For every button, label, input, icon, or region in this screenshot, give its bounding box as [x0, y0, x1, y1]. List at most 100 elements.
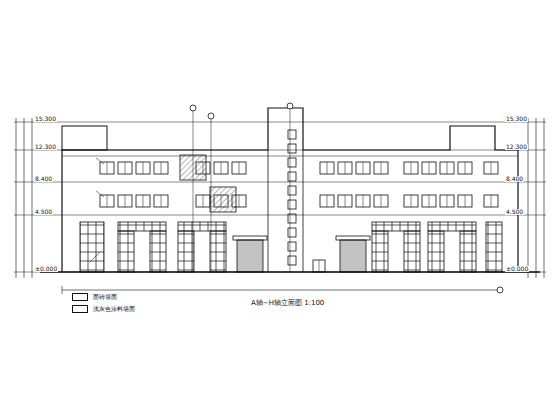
drawing-rect [288, 214, 296, 223]
drawing-line [161, 195, 162, 207]
drawing-rect [237, 240, 263, 272]
legend-text: 浅灰色涂料墙面 [92, 306, 136, 312]
axis-bubble [190, 105, 196, 111]
legend-swatch [72, 305, 88, 313]
drawing-line [239, 195, 240, 207]
drawing-line [363, 195, 364, 207]
drawing-rect [340, 240, 366, 272]
legend-swatch [72, 293, 88, 301]
drawing-rect [118, 222, 166, 231]
drawing-rect [428, 231, 444, 272]
drawing-rect [232, 162, 246, 174]
drawing-rect [288, 158, 296, 167]
drawing-line [107, 195, 108, 207]
drawing-rect [486, 222, 502, 272]
drawing-line [96, 158, 104, 164]
drawing-rect [458, 195, 472, 207]
elevation-mark: 8.400 [34, 176, 53, 182]
drawing-rect [196, 195, 210, 207]
drawing-rect [356, 195, 370, 207]
drawing-line [411, 195, 412, 207]
drawing-line [327, 195, 328, 207]
axis-bubble [208, 113, 214, 119]
drawing-line [107, 162, 108, 174]
drawing-line [447, 195, 448, 207]
drawing-line [125, 162, 126, 174]
drawing-rect [214, 162, 228, 174]
drawing-rect [313, 260, 325, 272]
drawing-line [211, 119, 212, 272]
drawing-line [429, 162, 430, 174]
drawing-line [411, 162, 412, 174]
drawing-rect [288, 172, 296, 181]
drawing-rect [288, 228, 296, 237]
elevation-mark: 4.500 [505, 209, 524, 215]
drawing-line [536, 118, 537, 278]
drawing-rect [422, 162, 436, 174]
drawing-rect [288, 242, 296, 251]
drawing-rect [440, 162, 454, 174]
drawing-rect [484, 195, 498, 207]
elevation-mark: 15.300 [505, 116, 528, 122]
drawing-line [14, 182, 546, 183]
drawing-rect [210, 231, 226, 272]
elevation-mark: 4.500 [34, 209, 53, 215]
drawing-rect [118, 231, 134, 272]
drawing-rect [288, 186, 296, 195]
drawing-line [239, 162, 240, 174]
drawing-rect [428, 222, 476, 231]
drawing-line [125, 195, 126, 207]
drawing-line [491, 162, 492, 174]
drawing-rect [136, 162, 150, 174]
drawing-line [429, 195, 430, 207]
drawing-line [268, 150, 269, 272]
elevation-mark: 12.300 [34, 144, 57, 150]
drawing-line [381, 162, 382, 174]
drawing-line [203, 195, 204, 207]
drawing-rect [336, 236, 370, 240]
drawing-rect [288, 256, 296, 265]
drawing-line [96, 191, 104, 197]
drawing-line [465, 195, 466, 207]
elevation-mark: ±0.000 [34, 266, 58, 272]
drawing-line [161, 162, 162, 174]
drawing-rect [372, 222, 420, 231]
drawing-rect [288, 130, 296, 139]
drawing-line [62, 290, 500, 291]
drawing-line [62, 286, 63, 294]
drawing-line [447, 162, 448, 174]
drawing-line [32, 118, 33, 278]
drawing-rect [338, 195, 352, 207]
drawing-rect [404, 195, 418, 207]
drawing-rect [154, 195, 168, 207]
drawing-rect [118, 162, 132, 174]
drawing-line [290, 109, 291, 272]
drawing-rect [422, 195, 436, 207]
drawing-rect [484, 162, 498, 174]
drawing-rect [404, 162, 418, 174]
drawing-rect [440, 195, 454, 207]
axis-bubble [497, 287, 503, 293]
drawing-rect [374, 195, 388, 207]
axis-bubble [287, 103, 293, 109]
drawing-line [193, 111, 194, 272]
drawing-rect [338, 162, 352, 174]
drawing-line [303, 150, 304, 272]
drawing-rect [356, 162, 370, 174]
drawing-line [143, 195, 144, 207]
drawing-rect [100, 195, 114, 207]
drawing-rect [372, 231, 388, 272]
drawing-line [16, 118, 17, 278]
drawing-line [143, 162, 144, 174]
drawing-line [345, 195, 346, 207]
legend-text: 面砖墙面 [92, 294, 118, 300]
drawing-rect [233, 236, 267, 240]
elevation-mark: ±0.000 [505, 266, 529, 272]
drawing-rect [374, 162, 388, 174]
drawing-title: A轴~H轴立面图 1:100 [250, 300, 325, 307]
drawing-rect [178, 222, 226, 231]
elevation-mark: 15.300 [34, 116, 57, 122]
drawing-line [544, 118, 545, 278]
